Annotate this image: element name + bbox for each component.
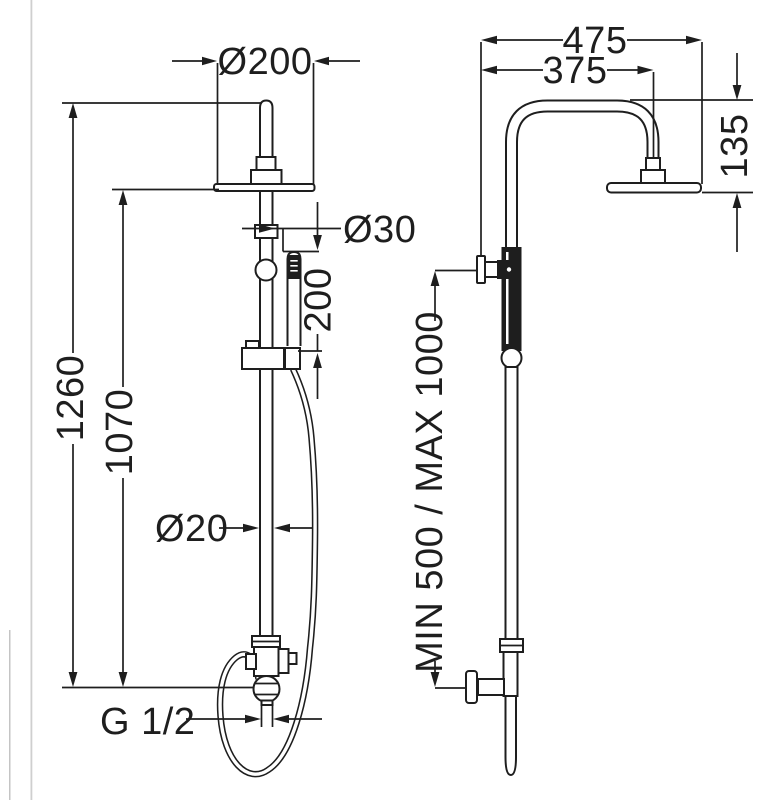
dim-label-total-reach: 475 (563, 20, 628, 62)
shower-hose-core (218, 368, 317, 776)
dim-label-connection-thread: G 1/2 (100, 701, 195, 743)
dim-head-drop: 135 (630, 53, 756, 252)
overhead-shower-plate-side (606, 182, 702, 194)
inlet-valve-body (502, 651, 519, 697)
valve-outlet-hook (287, 652, 298, 665)
hand-shower-holder (241, 347, 285, 370)
arrowhead-right (686, 35, 702, 45)
dim-inlet-range: MIN 500 / MAX 1000 (409, 269, 477, 689)
dim-head-diameter: Ø200 (172, 41, 360, 184)
dim-label-pipe-diameter: Ø20 (155, 508, 228, 550)
arrowhead-up (68, 103, 78, 118)
arrowhead-left (314, 56, 329, 66)
tube-highlight (506, 252, 509, 344)
arrowhead-down (430, 672, 440, 687)
ball-joint-side (500, 347, 523, 369)
dim-label-handshower-length: 200 (298, 268, 340, 333)
inlet-handle (465, 670, 478, 704)
arrowhead-right (637, 65, 654, 75)
inlet-arm (477, 678, 505, 696)
dim-pipe-diameter: Ø20 (155, 508, 313, 550)
grip-stripe (290, 260, 298, 262)
valve-left-tab (245, 653, 257, 670)
dim-head-height: 1070 (62, 188, 253, 689)
head-connector-side-upper (645, 157, 661, 171)
arrowhead-up (118, 190, 128, 205)
lower-pipe-side (504, 366, 519, 641)
dim-label-handshower-diameter: Ø30 (343, 209, 416, 251)
dim-label-arm-reach: 375 (543, 50, 608, 92)
hand-shower-holder-clip (284, 347, 301, 370)
dim-label-head-drop: 135 (714, 114, 756, 179)
arrowhead-down (732, 85, 742, 100)
arrowhead-left (274, 523, 290, 533)
overhead-shower-plate-front (213, 183, 316, 192)
dim-handshower-length: 200 (298, 202, 340, 399)
wall-bracket-flange (476, 255, 486, 284)
gooseneck-pipe-core (507, 101, 658, 252)
side-view: 475 375 135 MIN 500 / M (409, 20, 756, 777)
dim-label-total-height: 1260 (50, 355, 92, 442)
arrowhead-up (313, 353, 322, 368)
arrowhead-right (202, 56, 217, 66)
arrowhead-left (481, 35, 497, 45)
grip-stripe (290, 270, 298, 272)
arrowhead-right (259, 224, 275, 233)
gooseneck-pipe-outline (505, 99, 660, 252)
head-connector-nut-upper (255, 156, 277, 172)
pipe-knob (254, 258, 278, 282)
page-border-line (30, 0, 33, 800)
arrowhead-down (118, 672, 128, 687)
arrowhead-left (481, 65, 497, 75)
arrowhead-left (273, 714, 289, 724)
bracket-screw-dot (506, 267, 512, 272)
dim-total-reach: 475 (480, 20, 703, 256)
dim-arm-reach: 375 (481, 50, 655, 157)
arrowhead-right (245, 714, 261, 724)
arrowhead-up (430, 271, 440, 286)
dim-label-head-diameter: Ø200 (218, 41, 313, 83)
inlet-drop-tube (504, 695, 517, 777)
page-border-line-lower (9, 630, 11, 800)
arrowhead-up (732, 193, 742, 208)
dim-label-inlet-range: MIN 500 / MAX 1000 (409, 311, 451, 673)
inlet-stub (260, 699, 274, 706)
dim-total-height: 1260 (50, 102, 262, 687)
head-connector-side-lower (640, 169, 666, 184)
hose-connection-ball (252, 675, 281, 703)
arrowhead-right (243, 523, 259, 533)
wall-bracket-shaft (484, 261, 499, 278)
dim-handshower-diameter: Ø30 (242, 209, 416, 253)
valve-body-front (253, 646, 280, 677)
grip-stripe (290, 265, 298, 267)
dim-label-head-height: 1070 (99, 389, 141, 476)
hand-shower-grip (287, 255, 301, 279)
arrowhead-down (68, 672, 78, 687)
valve-outlet-right (277, 648, 290, 674)
arrowhead-down (313, 235, 322, 250)
front-view: Ø200 1260 1070 Ø30 (50, 41, 416, 778)
dim-connection-thread: G 1/2 (100, 701, 322, 743)
head-connector-nut-lower (250, 169, 283, 186)
